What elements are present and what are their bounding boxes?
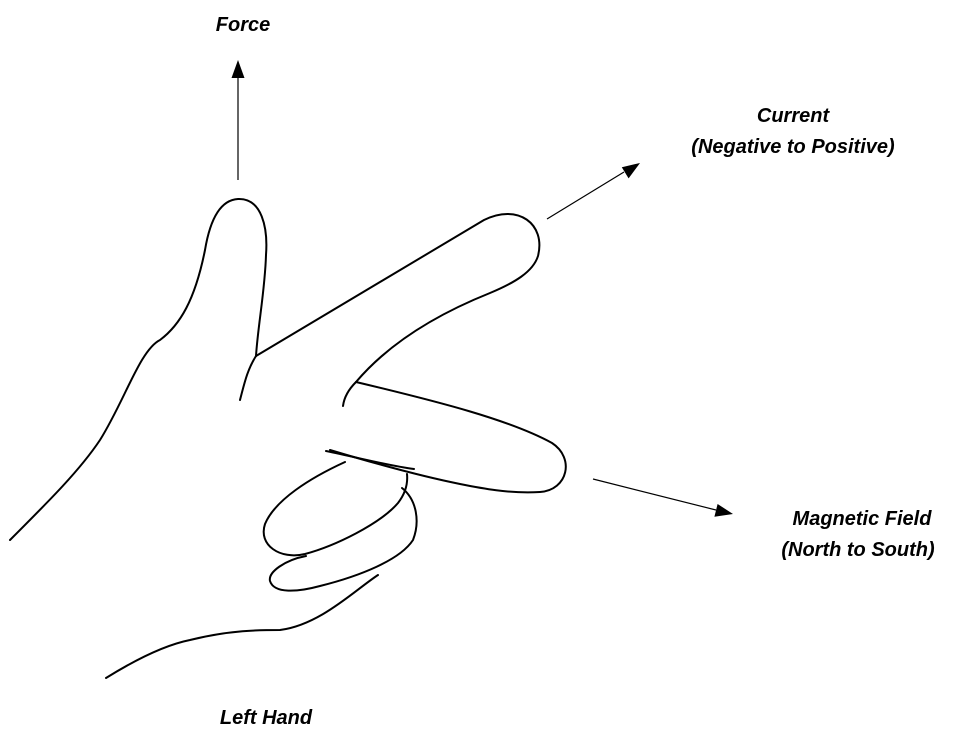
palm-edge-outline	[239, 355, 257, 401]
current-direction-label: (Negative to Positive)	[691, 136, 895, 158]
middle-finger-outline	[329, 381, 567, 494]
ring-finger-outline	[262, 461, 409, 557]
index-finger-outline	[255, 213, 541, 383]
magnetic-field-direction-label: (North to South)	[781, 539, 935, 561]
little-finger-outline	[268, 487, 418, 592]
wrist-outline	[105, 574, 379, 679]
index-knuckle-outline	[342, 381, 357, 407]
middle-finger-base-outline	[325, 450, 415, 470]
left-hand-label: Left Hand	[220, 707, 313, 729]
force-arrow	[231, 60, 245, 180]
magnetic-field-arrow	[592, 478, 733, 517]
force-label: Force	[216, 14, 270, 36]
left-hand-drawing	[9, 197, 567, 679]
current-label: Current	[757, 105, 831, 127]
magnetic-field-label: Magnetic Field	[793, 508, 933, 530]
current-arrow	[546, 163, 640, 220]
thumb-outline	[9, 197, 268, 541]
